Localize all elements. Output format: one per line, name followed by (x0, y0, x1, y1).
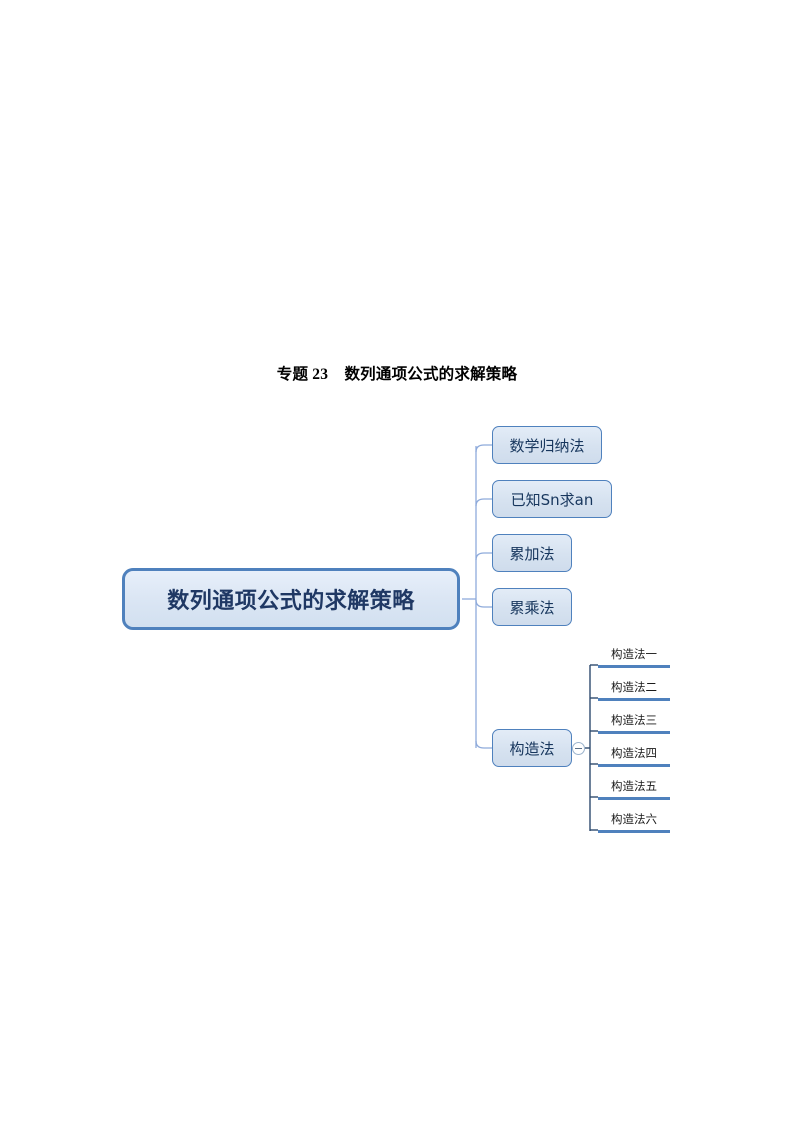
page-title: 专题 23 数列通项公式的求解策略 (276, 366, 518, 383)
mindmap-subitem-gouzaofa-5[interactable]: 构造法五 (598, 778, 670, 800)
mindmap-subitem-label: 构造法六 (611, 812, 657, 826)
mindmap-subitem-label: 构造法三 (611, 713, 657, 727)
mindmap-branch-yizhi-sn-qiu-an[interactable]: 已知Sn求an (492, 480, 612, 518)
connector-branch-4 (475, 740, 492, 749)
mindmap-subitem-gouzaofa-3[interactable]: 构造法三 (598, 712, 670, 734)
mindmap-subitem-gouzaofa-6[interactable]: 构造法六 (598, 811, 670, 833)
subitem-underline (598, 698, 670, 701)
connector-branch-2 (475, 552, 492, 561)
mindmap-canvas (0, 400, 794, 870)
mindmap-branch-shuxue-guinafa[interactable]: 数学归纳法 (492, 426, 602, 464)
mindmap-subitem-label: 构造法四 (611, 746, 657, 760)
subitem-underline (598, 830, 670, 833)
mindmap-branch-leijiafa[interactable]: 累加法 (492, 534, 572, 572)
mindmap-subitem-gouzaofa-4[interactable]: 构造法四 (598, 745, 670, 767)
mindmap-branch-leichengfa[interactable]: 累乘法 (492, 588, 572, 626)
subitem-underline (598, 797, 670, 800)
connector-lines (462, 444, 598, 831)
connector-branch-1 (475, 498, 492, 507)
subitem-underline (598, 665, 670, 668)
mindmap-branch-gouzaofa[interactable]: 构造法 (492, 729, 572, 767)
connector-branch-3 (475, 599, 492, 608)
subitem-underline (598, 731, 670, 734)
mindmap-subitem-label: 构造法一 (611, 647, 657, 661)
mindmap-subitem-gouzaofa-2[interactable]: 构造法二 (598, 679, 670, 701)
mindmap-subitem-label: 构造法五 (611, 779, 657, 793)
mindmap-root-node[interactable]: 数列通项公式的求解策略 (122, 568, 460, 630)
minus-circle-icon[interactable] (572, 742, 585, 755)
mindmap-subitem-label: 构造法二 (611, 680, 657, 694)
mindmap-subitem-gouzaofa-1[interactable]: 构造法一 (598, 646, 670, 668)
subitem-underline (598, 764, 670, 767)
connector-branch-0 (475, 444, 492, 453)
